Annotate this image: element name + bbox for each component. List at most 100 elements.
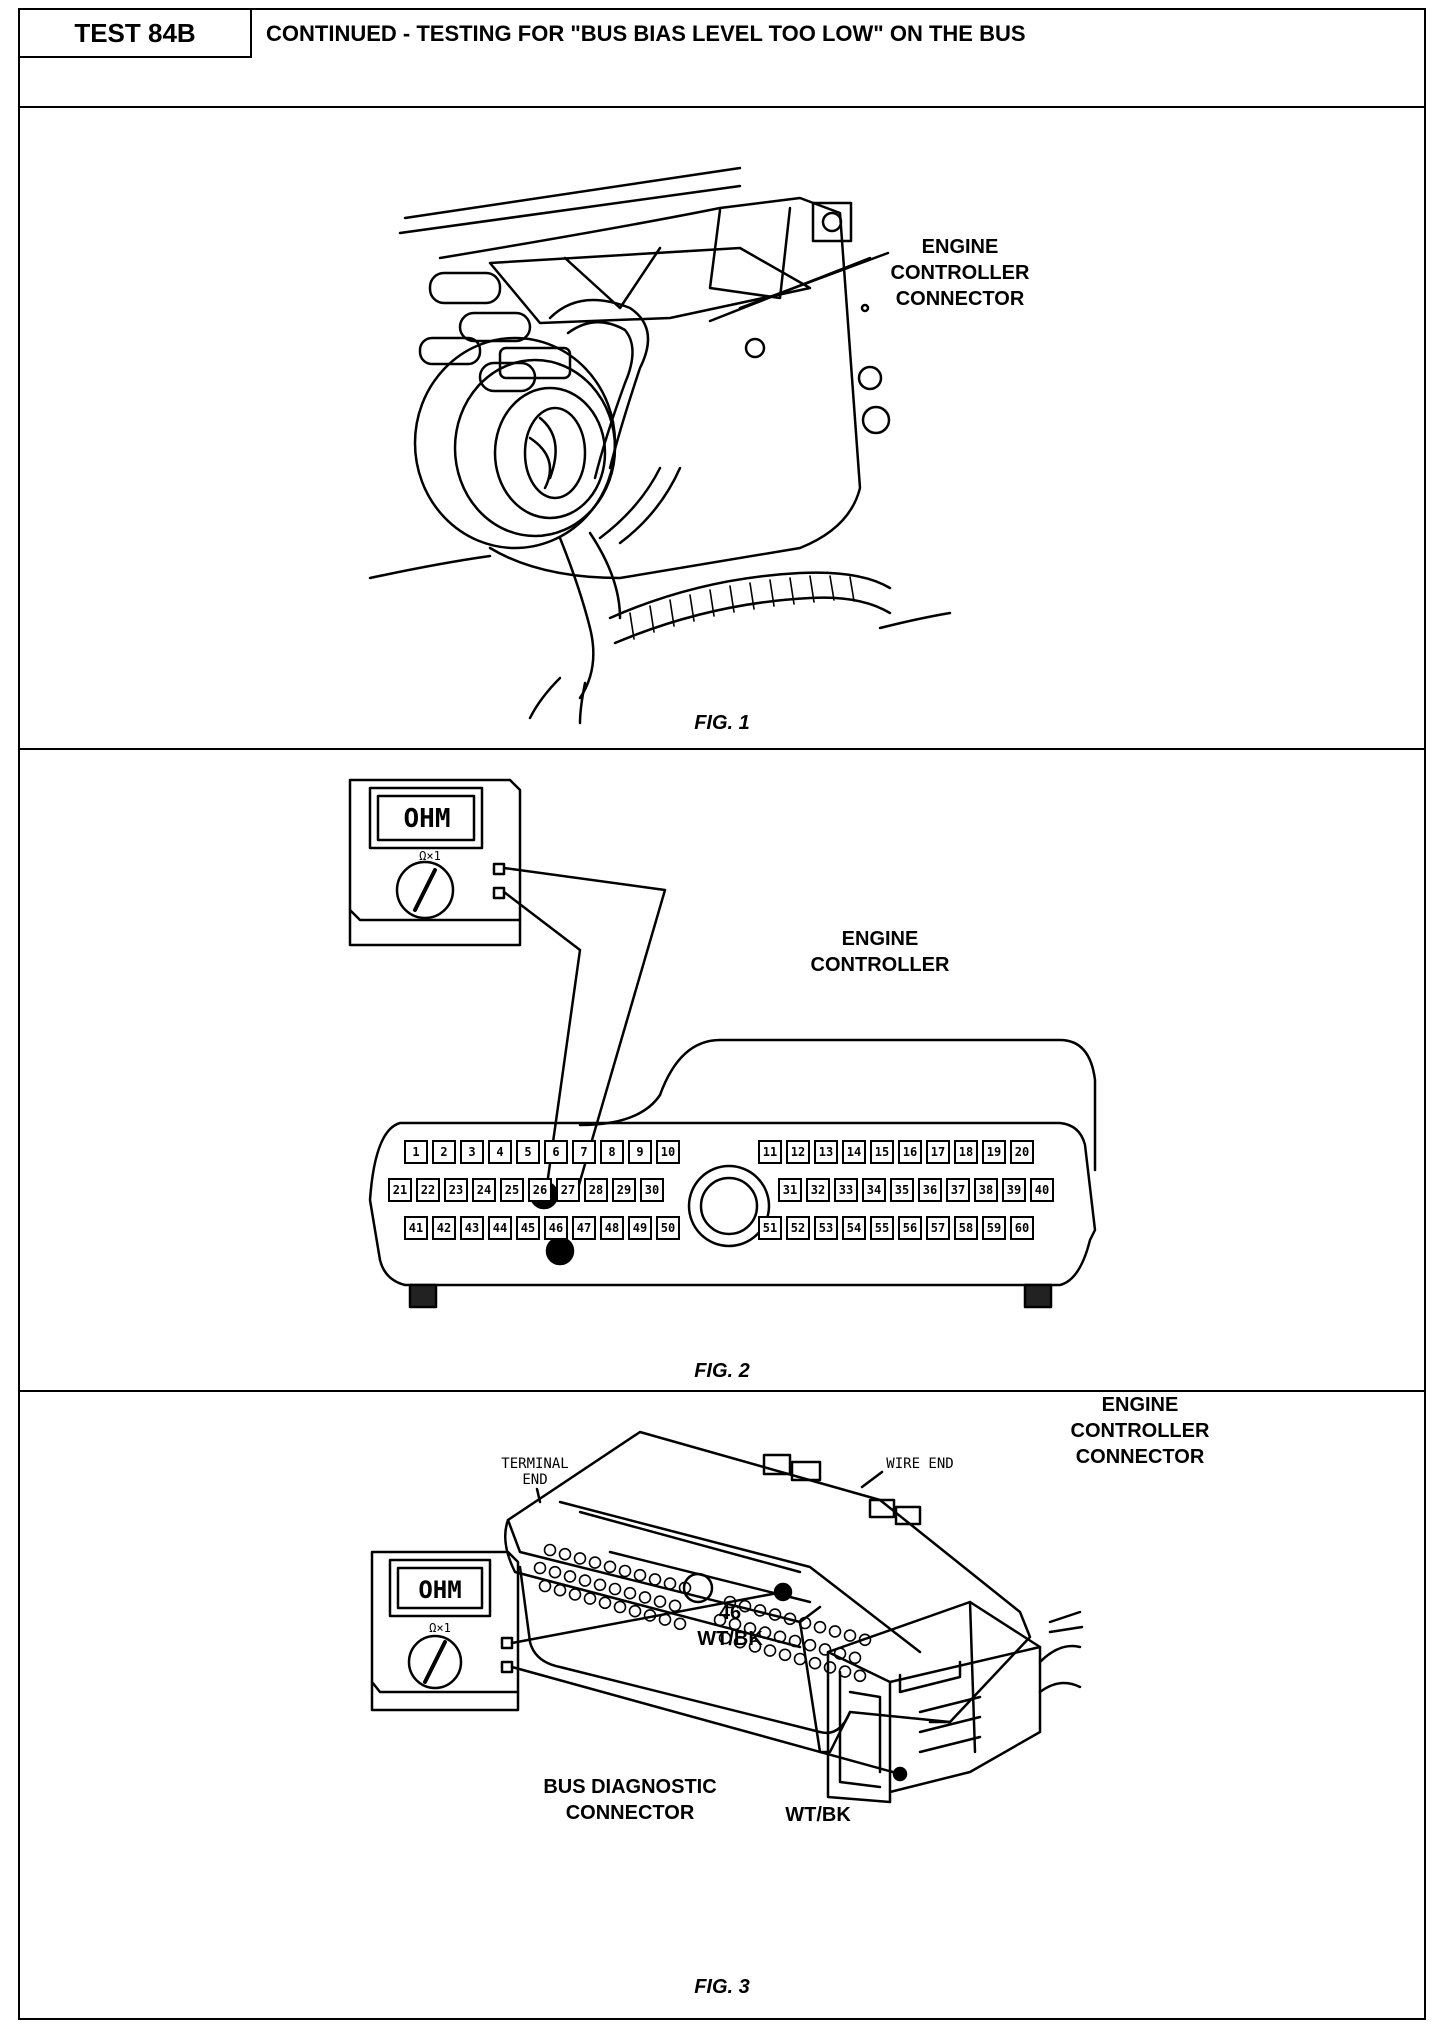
connector-pin xyxy=(763,1644,777,1657)
fig3-terminal-end-label: TERMINAL END xyxy=(490,1456,580,1488)
pin-box-14: 14 xyxy=(842,1140,866,1164)
figure-1-panel: ENGINE CONTROLLER CONNECTOR FIG. 1 xyxy=(20,108,1424,748)
connector-pin xyxy=(803,1638,817,1652)
fig3-meter-range: Ω×1 xyxy=(429,1621,451,1635)
connector-pin xyxy=(663,1577,677,1590)
pin-box-60: 60 xyxy=(1010,1216,1034,1240)
fig3-bus-diag-line-2: CONNECTOR xyxy=(565,1802,695,1824)
pin-box-48: 48 xyxy=(600,1216,624,1240)
connector-pin xyxy=(718,1631,732,1645)
pin-box-32: 32 xyxy=(806,1178,830,1202)
connector-pin xyxy=(613,1600,627,1614)
connector-pin xyxy=(828,1625,842,1638)
fig3-label-line-3: CONNECTOR xyxy=(1075,1446,1205,1468)
pin-box-18: 18 xyxy=(954,1140,978,1164)
pin-box-58: 58 xyxy=(954,1216,978,1240)
fig3-caption: FIG. 3 xyxy=(694,1976,750,1998)
connector-pin xyxy=(788,1634,802,1648)
fig2-engine-controller-label: ENGINE CONTROLLER xyxy=(780,926,980,978)
pin-box-50: 50 xyxy=(656,1216,680,1240)
pin-box-44: 44 xyxy=(488,1216,512,1240)
connector-pin xyxy=(558,1547,572,1561)
pin-box-49: 49 xyxy=(628,1216,652,1240)
pin-box-55: 55 xyxy=(870,1216,894,1240)
connector-pin xyxy=(633,1568,647,1582)
fig2-divider xyxy=(20,1390,1424,1392)
pin-box-15: 15 xyxy=(870,1140,894,1164)
connector-pin xyxy=(738,1599,752,1613)
pin-box-59: 59 xyxy=(982,1216,1006,1240)
pin-box-46: 46 xyxy=(544,1216,568,1240)
fig2-caption: FIG. 2 xyxy=(694,1360,750,1382)
fig1-caption: FIG. 1 xyxy=(694,712,750,734)
connector-pin xyxy=(728,1617,742,1631)
pin-box-27: 27 xyxy=(556,1178,580,1202)
connector-pin xyxy=(578,1574,592,1587)
pin-box-16: 16 xyxy=(898,1140,922,1164)
pin-box-10: 10 xyxy=(656,1140,680,1164)
connector-pin xyxy=(608,1582,622,1596)
pin-box-43: 43 xyxy=(460,1216,484,1240)
pin-box-17: 17 xyxy=(926,1140,950,1164)
connector-pin xyxy=(733,1635,747,1649)
connector-pin xyxy=(773,1630,787,1644)
connector-pin xyxy=(843,1629,857,1642)
pin-box-53: 53 xyxy=(814,1216,838,1240)
connector-pin xyxy=(713,1613,727,1627)
connector-pin xyxy=(533,1561,547,1575)
fig3-wire-color-2: WT/BK xyxy=(785,1804,851,1826)
pin-box-57: 57 xyxy=(926,1216,950,1240)
connector-pin xyxy=(543,1543,557,1557)
fig3-ohmmeter xyxy=(370,1550,520,1712)
manual-page: TEST 84B CONTINUED - TESTING FOR "BUS BI… xyxy=(18,8,1426,2020)
pin-box-3: 3 xyxy=(460,1140,484,1164)
connector-pin xyxy=(823,1661,837,1674)
fig3-label-line-2: CONTROLLER xyxy=(1070,1420,1210,1442)
header-divider xyxy=(20,106,1424,108)
connector-pin xyxy=(793,1652,807,1666)
fig1-label-line-2: CONTROLLER xyxy=(890,262,1030,284)
pin-box-4: 4 xyxy=(488,1140,512,1164)
pin-box-25: 25 xyxy=(500,1178,524,1202)
pin-box-51: 51 xyxy=(758,1216,782,1240)
pin-box-13: 13 xyxy=(814,1140,838,1164)
connector-pin xyxy=(768,1608,782,1621)
pin-box-40: 40 xyxy=(1030,1178,1054,1202)
pin-box-22: 22 xyxy=(416,1178,440,1202)
connector-pin xyxy=(648,1573,662,1586)
connector-pin xyxy=(548,1565,562,1579)
pin-box-37: 37 xyxy=(946,1178,970,1202)
fig1-divider xyxy=(20,748,1424,750)
pin-box-23: 23 xyxy=(444,1178,468,1202)
pin-box-20: 20 xyxy=(1010,1140,1034,1164)
connector-pin xyxy=(798,1616,812,1630)
fig2-label-line-1: ENGINE xyxy=(841,928,919,950)
connector-pin xyxy=(553,1583,567,1597)
pin-box-29: 29 xyxy=(612,1178,636,1202)
pin-box-8: 8 xyxy=(600,1140,624,1164)
pin-box-45: 45 xyxy=(516,1216,540,1240)
pin-box-52: 52 xyxy=(786,1216,810,1240)
fig2-meter-display: OHM xyxy=(403,804,451,834)
pin-box-19: 19 xyxy=(982,1140,1006,1164)
pin-box-36: 36 xyxy=(918,1178,942,1202)
fig3-pin-46-label: 46 WT/BK xyxy=(670,1600,790,1652)
connector-pin xyxy=(818,1643,832,1656)
connector-pin xyxy=(753,1604,767,1617)
pin-box-9: 9 xyxy=(628,1140,652,1164)
pin-box-6: 6 xyxy=(544,1140,568,1164)
pin-box-1: 1 xyxy=(404,1140,428,1164)
connector-pin xyxy=(628,1604,642,1618)
pin-box-54: 54 xyxy=(842,1216,866,1240)
figure-3-illustration xyxy=(370,1430,1084,1804)
pin-box-38: 38 xyxy=(974,1178,998,1202)
fig2-meter-range: Ω×1 xyxy=(419,849,441,863)
pin-box-12: 12 xyxy=(786,1140,810,1164)
connector-pin xyxy=(588,1556,602,1569)
pin-box-2: 2 xyxy=(432,1140,456,1164)
connector-pin xyxy=(653,1595,667,1608)
pin-box-28: 28 xyxy=(584,1178,608,1202)
pin-box-42: 42 xyxy=(432,1216,456,1240)
fig3-label-line-1: ENGINE xyxy=(1101,1394,1179,1416)
